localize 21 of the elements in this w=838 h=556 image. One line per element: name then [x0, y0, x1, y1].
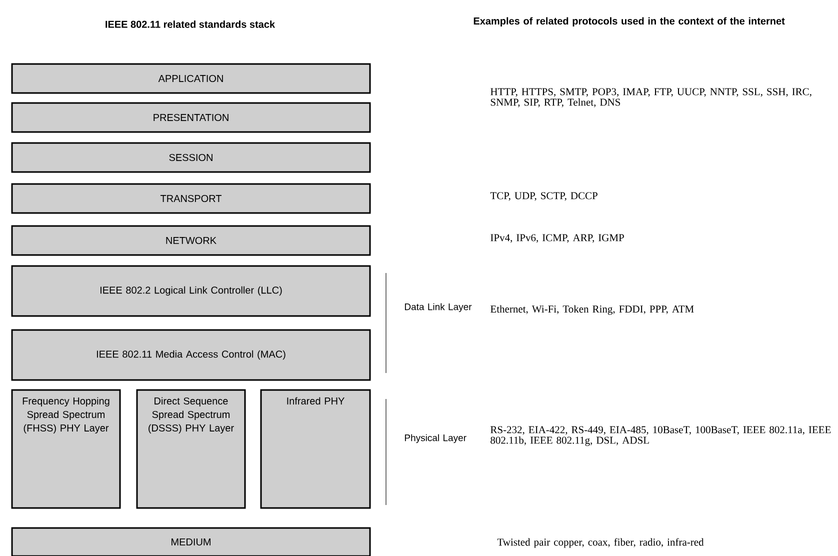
protocol-list: HTTP, HTTPS, SMTP, POP3, IMAP, FTP, UUCP, NNTP, SSL, SSH, IRC, SNMP, SIP, RTP, Telnet, DNS: [490, 88, 812, 108]
layer-box: NETWORK: [11, 225, 371, 256]
layer-box: IEEE 802.2 Logical Link Controller (LLC): [11, 265, 371, 317]
title: IEEE 802.11 related standards stack: [106, 20, 276, 28]
layer-box: IEEE 802.11 Media Access Control (MAC): [11, 329, 371, 381]
layer-box: MEDIUM: [11, 527, 371, 556]
layer-box: Infrared PHY: [260, 389, 371, 509]
protocol-list: Ethernet, Wi-Fi, Token Ring, FDDI, PPP, ATM: [490, 305, 694, 315]
layer-box: PRESENTATION: [11, 102, 371, 133]
layer-box: SESSION: [11, 142, 371, 173]
layer-box: APPLICATION: [11, 63, 371, 94]
layer-label: Data Link Layer: [405, 303, 472, 312]
layer-label: Physical Layer: [405, 434, 466, 444]
protocol-list: IPv4, IPv6, ICMP, ARP, IGMP: [490, 234, 624, 243]
protocol-list: RS-232, EIA-422, RS-449, EIA-485, 10BaseT, 100BaseT, IEEE 802.11a, IEEE 802.11b, IEEE 802.11g, DSL, ADSL: [490, 426, 831, 446]
protocol-list: Twisted pair copper, coax, fiber, radio, infra-red: [497, 538, 704, 548]
protocol-list: TCP, UDP, SCTP, DCCP: [490, 192, 598, 201]
column-heading: Examples of related protocols used in the context of the internet: [474, 17, 785, 27]
layer-box: Direct Sequence Spread Spectrum (DSSS) PHY Layer: [136, 389, 246, 509]
layer-box: TRANSPORT: [11, 183, 371, 214]
layer-box: Frequency Hopping Spread Spectrum (FHSS) PHY Layer: [11, 389, 121, 509]
